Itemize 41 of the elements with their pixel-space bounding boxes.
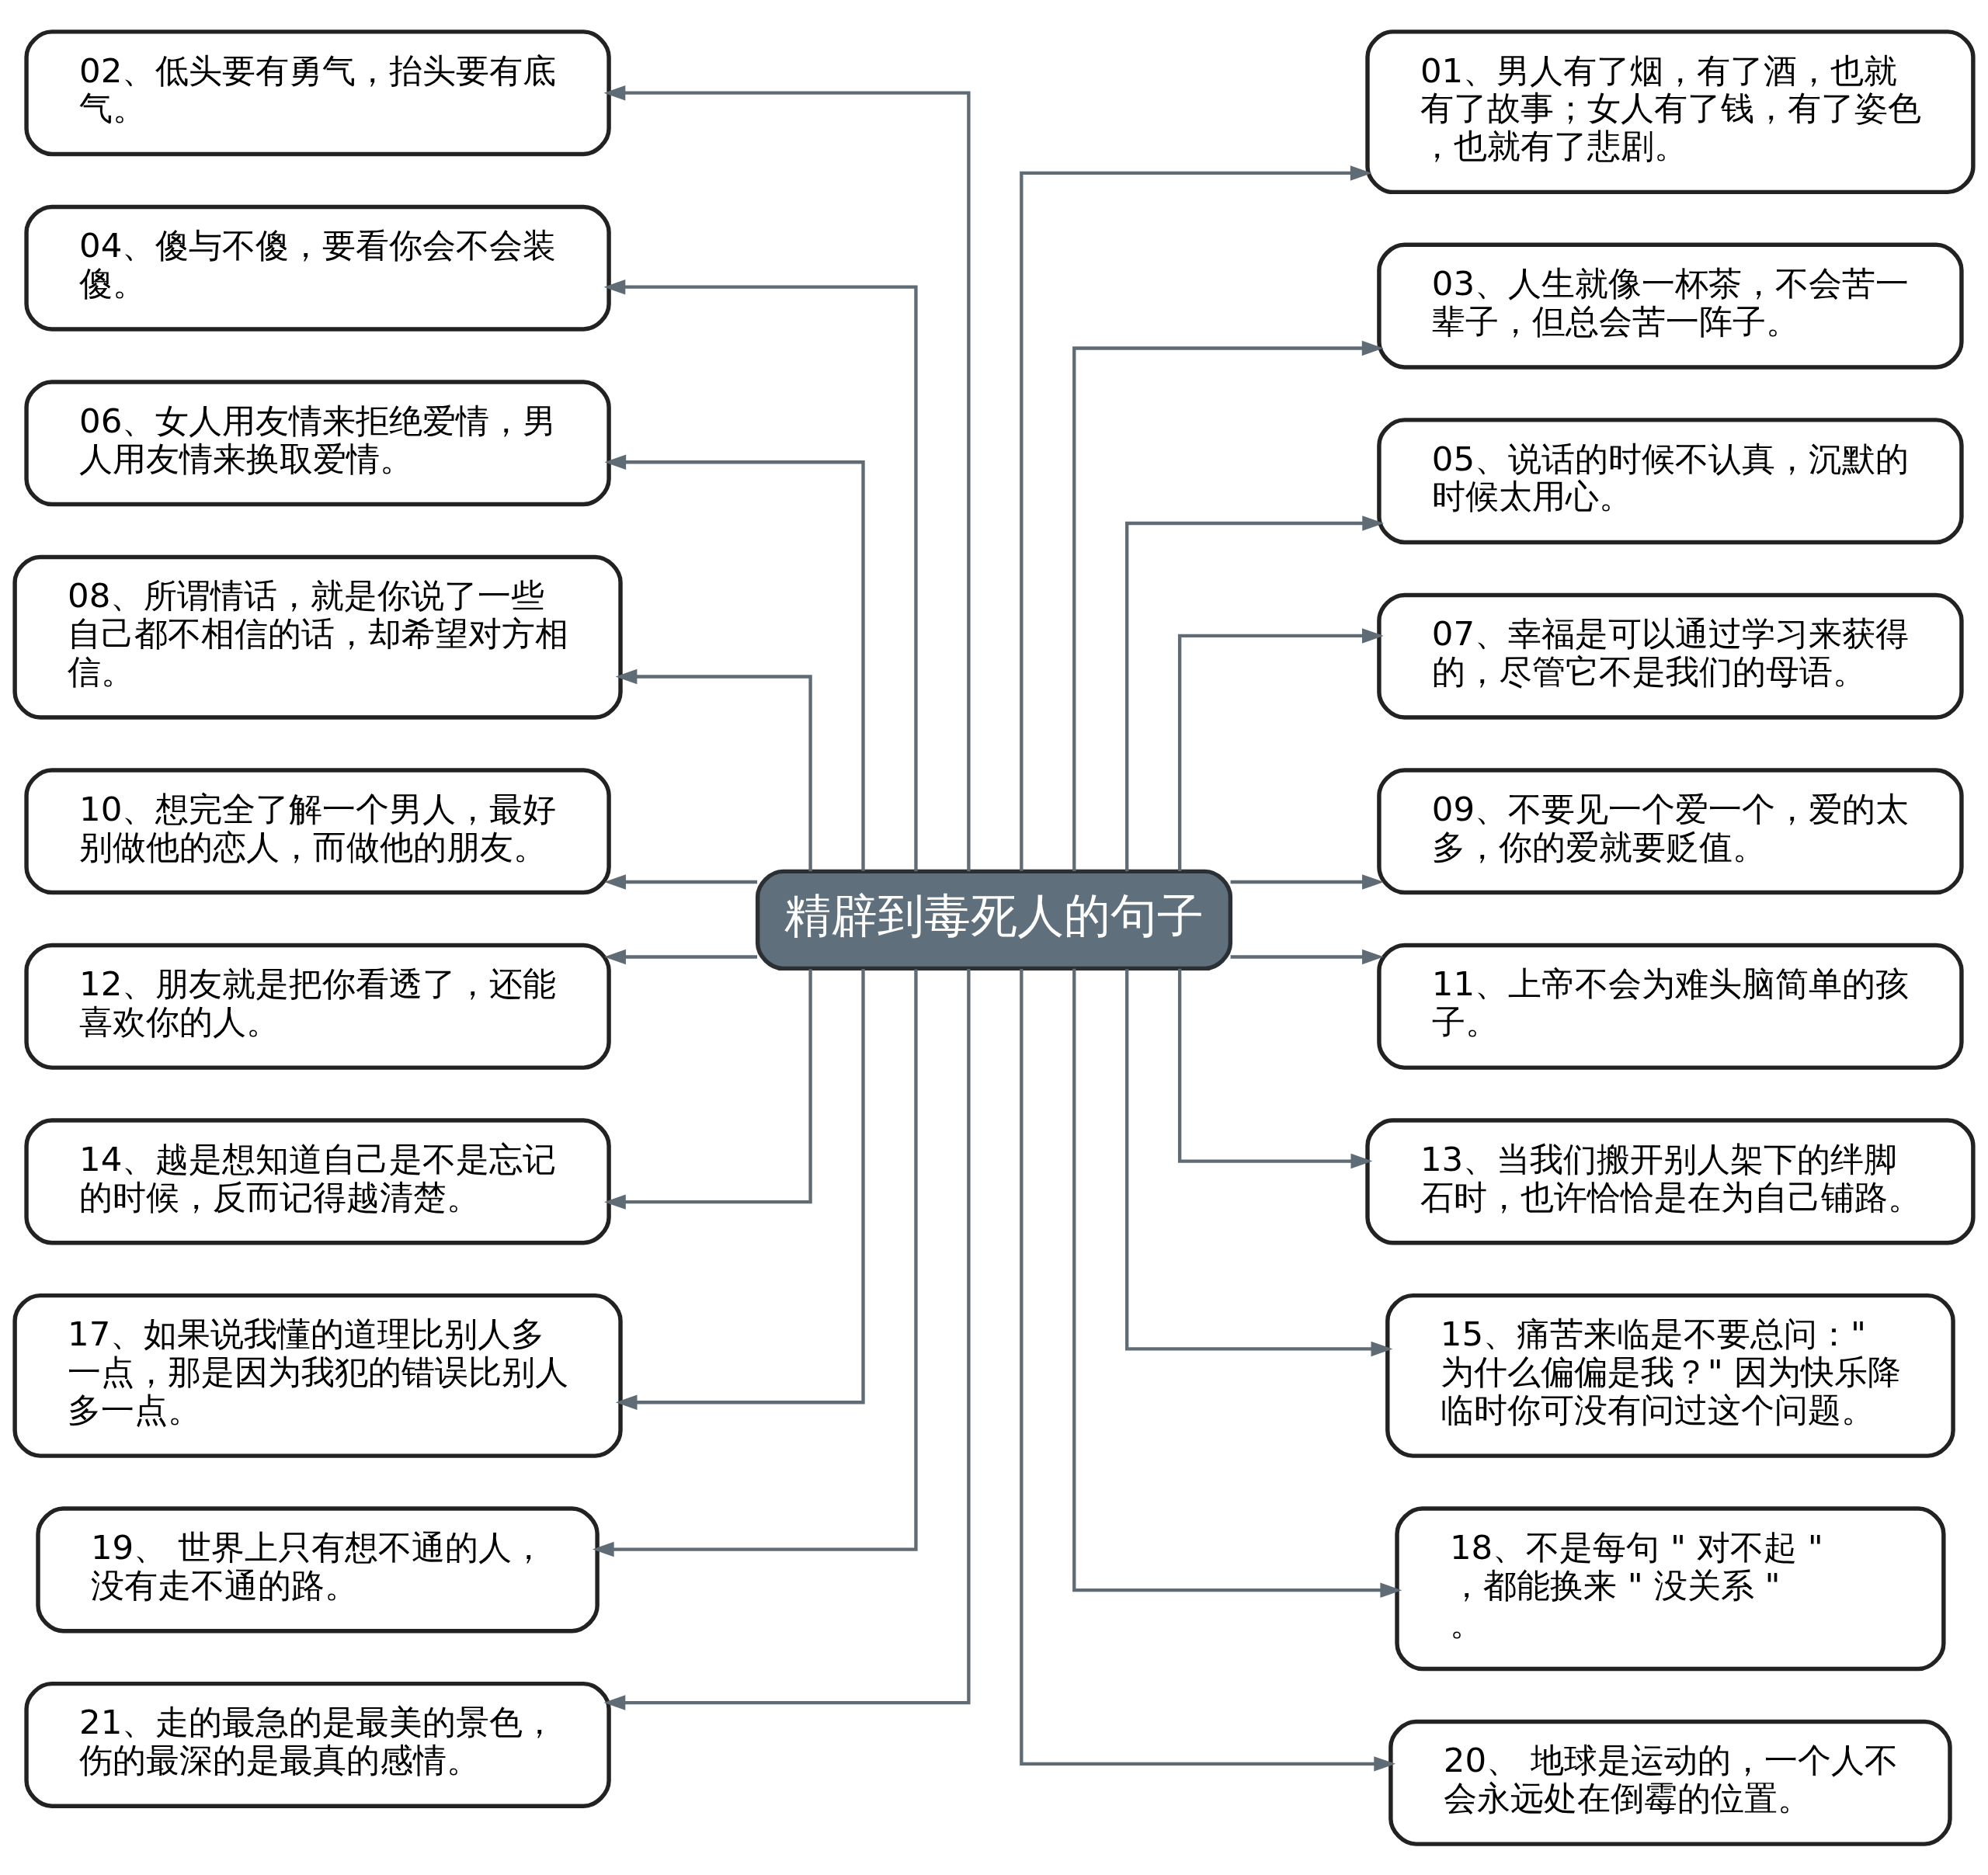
node-box: 04、傻与不傻，要看你会不会装傻。 — [24, 204, 611, 332]
arrow — [1020, 165, 1372, 871]
node-box: 09、不要见一个爱一个，爱的太多，你的爱就要贬值。 — [1377, 767, 1964, 894]
node-box: 20、 地球是运动的，一个人不会永远处在倒霉的位置。 — [1388, 1719, 1952, 1846]
node-box: 06、女人用友情来拒绝爱情，男人用友情来换取爱情。 — [24, 379, 611, 506]
arrow — [603, 279, 918, 871]
arrow — [1020, 968, 1396, 1772]
node-box: 15、痛苦来临是不要总问：" 为什么偏偏是我？" 因为快乐降临时你可没有问过这个问题。 — [1385, 1293, 1955, 1458]
node-box: 精辟到毒死人的句子 — [755, 869, 1233, 970]
arrow — [1072, 340, 1384, 871]
arrow — [604, 873, 757, 890]
arrow — [604, 968, 812, 1210]
arrow — [615, 668, 812, 871]
arrow — [1177, 627, 1384, 871]
arrow — [603, 968, 971, 1710]
node-box: 19、 世界上只有想不通的人，没有走不通的路。 — [36, 1505, 600, 1633]
arrow — [1230, 949, 1384, 964]
arrow — [592, 969, 918, 1557]
node-box: 12、朋友就是把你看透了，还能喜欢你的人。 — [24, 943, 611, 1070]
arrow — [1125, 968, 1393, 1356]
arrow — [1230, 873, 1384, 890]
arrow — [1177, 968, 1373, 1168]
node-box: 05、说话的时候不认真，沉默的时候太用心。 — [1377, 417, 1964, 544]
node-box: 11、上帝不会为难头脑简单的孩子。 — [1377, 943, 1964, 1070]
node-box: 08、所谓情话，就是你说了一些自己都不相信的话，却希望对方相信。 — [12, 554, 623, 720]
arrow — [615, 968, 865, 1410]
arrow — [604, 949, 757, 964]
node-box: 13、当我们搬开别人架下的绊脚石时，也许恰恰是在为自己铺路。 — [1365, 1117, 1976, 1245]
node-box: 14、越是想知道自己是不是忘记的时候，反而记得越清楚。 — [24, 1117, 611, 1245]
arrow — [1125, 515, 1385, 871]
node-box: 07、幸福是可以通过学习来获得的，尽管它不是我们的母语。 — [1377, 592, 1964, 720]
node-box: 18、不是每句 " 对不起 " ，都能换来 " 没关系 " 。 — [1395, 1505, 1946, 1671]
node-box: 10、想完全了解一个男人，最好别做他的恋人，而做他的朋友。 — [24, 767, 611, 894]
node-box: 02、低头要有勇气，抬头要有底气。 — [24, 29, 611, 156]
node-box: 21、走的最急的是最美的景色，伤的最深的是最真的感情。 — [24, 1681, 611, 1808]
node-box: 01、男人有了烟，有了酒，也就有了故事；女人有了钱，有了姿色，也就有了悲剧。 — [1365, 29, 1976, 194]
arrow — [603, 85, 971, 871]
arrow — [604, 454, 865, 871]
node-box: 17、如果说我懂的道理比别人多一点，那是因为我犯的错误比别人多一点。 — [12, 1293, 623, 1458]
node-box: 03、人生就像一杯茶，不会苦一辈子，但总会苦一阵子。 — [1377, 242, 1964, 370]
arrow — [1072, 968, 1402, 1598]
